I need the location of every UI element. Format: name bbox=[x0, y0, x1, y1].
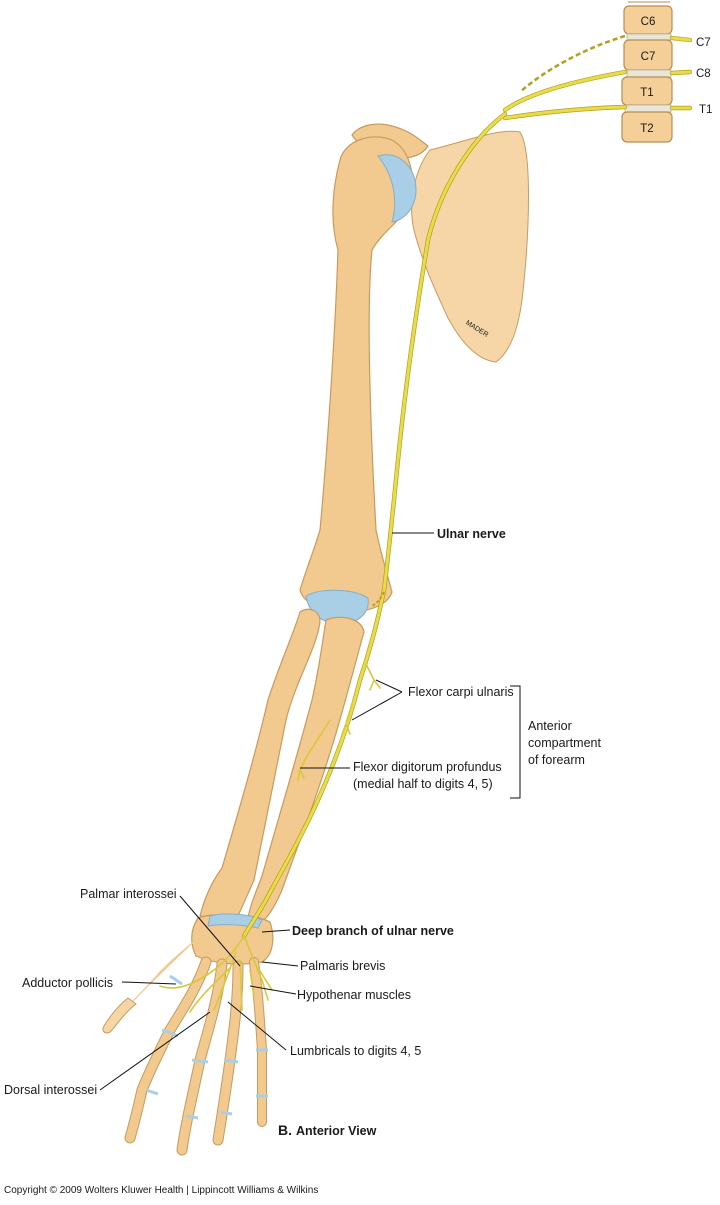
label-hypothenar-muscles: Hypothenar muscles bbox=[297, 988, 411, 1002]
figure-letter: B. bbox=[278, 1122, 292, 1138]
label-dorsal-interossei: Dorsal interossei bbox=[4, 1083, 97, 1097]
finger-2 bbox=[124, 956, 212, 1144]
label-spinal-nerve-t1: T1 bbox=[699, 104, 712, 116]
wrist-cartilage bbox=[207, 913, 263, 929]
thumb-distal bbox=[102, 997, 137, 1034]
label-spinal-nerve-c8: C8 bbox=[696, 68, 711, 80]
label-anterior-compartment-line3: of forearm bbox=[528, 753, 585, 767]
label-palmar-interossei: Palmar interossei bbox=[80, 887, 177, 901]
figure-title: Anterior View bbox=[296, 1124, 377, 1138]
ulna bbox=[247, 616, 365, 921]
label-lumbricals: Lumbricals to digits 4, 5 bbox=[290, 1044, 421, 1058]
label-spinal-nerve-c7: C7 bbox=[696, 37, 711, 49]
label-anterior-compartment-line1: Anterior bbox=[528, 719, 572, 733]
label-anterior-compartment-line2: compartment bbox=[528, 736, 601, 750]
leader-lines bbox=[99, 532, 521, 1091]
joint-cartilage-marks bbox=[145, 974, 268, 1120]
label-flexor-digitorum-profundus: Flexor digitorum profundus bbox=[353, 760, 502, 774]
label-vertebra-t1: T1 bbox=[640, 87, 653, 99]
vertebra-t2 bbox=[621, 111, 673, 143]
label-flexor-carpi-ulnaris: Flexor carpi ulnaris bbox=[408, 685, 514, 699]
label-deep-branch-ulnar-nerve: Deep branch of ulnar nerve bbox=[292, 924, 454, 938]
label-vertebra-t2: T2 bbox=[640, 123, 653, 135]
label-ulnar-nerve: Ulnar nerve bbox=[437, 527, 506, 541]
label-vertebra-c6: C6 bbox=[641, 16, 656, 28]
copyright-notice: Copyright © 2009 Wolters Kluwer Health |… bbox=[4, 1185, 318, 1196]
label-vertebra-c7: C7 bbox=[641, 51, 656, 63]
humeral-head-cartilage bbox=[377, 154, 417, 223]
disc bbox=[626, 33, 672, 41]
scapula bbox=[411, 130, 529, 363]
disc bbox=[626, 69, 672, 78]
elbow-cartilage bbox=[305, 589, 369, 625]
label-palmaris-brevis: Palmaris brevis bbox=[300, 959, 385, 973]
vertebral-column bbox=[621, 1, 673, 143]
spinal-nerve-roots bbox=[669, 35, 693, 111]
label-flexor-digitorum-profundus-detail: (medial half to digits 4, 5) bbox=[353, 777, 493, 791]
radius bbox=[199, 608, 321, 921]
ulnar-nerve-path bbox=[159, 34, 628, 1013]
finger-5 bbox=[249, 957, 268, 1127]
label-adductor-pollicis: Adductor pollicis bbox=[22, 976, 113, 990]
disc bbox=[624, 104, 672, 113]
hand-skeleton bbox=[102, 913, 274, 1156]
